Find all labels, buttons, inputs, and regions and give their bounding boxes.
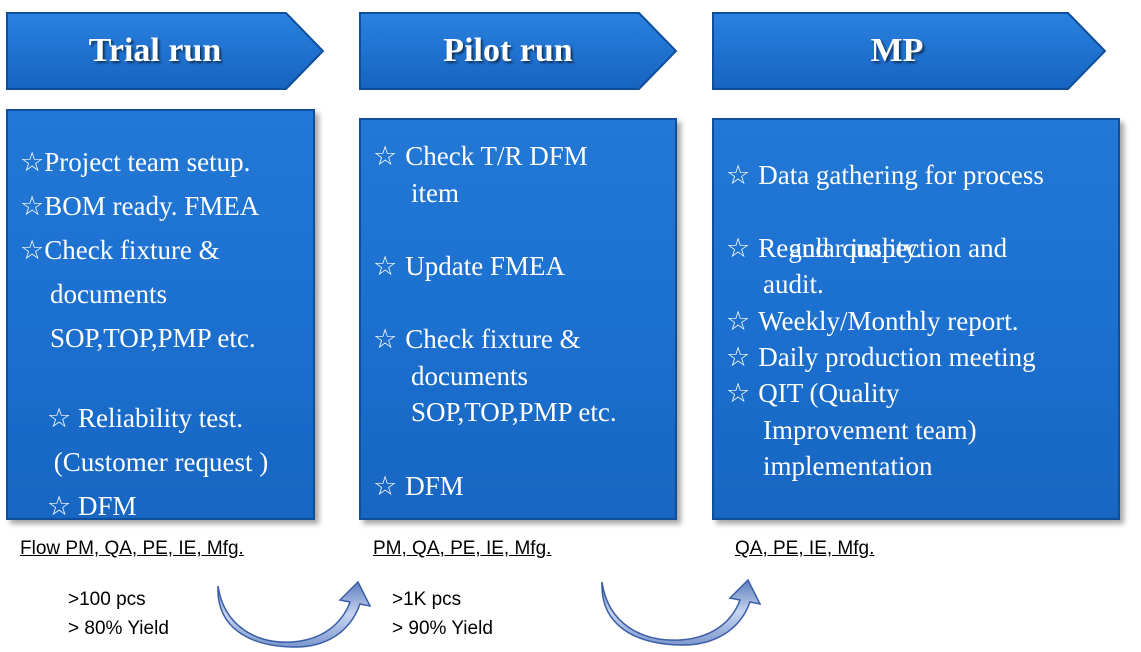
star-icon: ☆	[47, 403, 72, 433]
target-trial-run: >100 pcs > 80% Yield	[68, 585, 169, 643]
target-quantity: >100 pcs	[68, 589, 146, 610]
star-icon: ☆	[373, 471, 398, 501]
stage-title: Trial run	[88, 32, 222, 69]
list-item: ☆Data gathering for process	[726, 157, 1044, 193]
curved-arrow-icon	[217, 580, 372, 648]
star-icon: ☆	[726, 306, 751, 336]
list-item-continuation: SOP,TOP,PMP etc.	[411, 397, 617, 427]
list-item-continuation: Improvement team)	[763, 415, 977, 445]
list-item-continuation: audit.	[763, 269, 824, 299]
curved-arrow-icon	[601, 578, 762, 646]
stage-panel-mp: ☆Data gathering for process and quality.…	[712, 118, 1120, 520]
list-item: ☆BOM ready. FMEA	[20, 188, 259, 224]
target-pilot-run: >1K pcs > 90% Yield	[392, 585, 493, 643]
list-item-continuation: item	[411, 178, 459, 208]
star-icon: ☆	[373, 324, 398, 354]
list-item-continuation: SOP,TOP,PMP etc.	[50, 323, 256, 353]
list-item-continuation: implementation	[763, 451, 933, 481]
list-item-continuation: documents	[50, 279, 167, 309]
list-item: ☆Update FMEA	[373, 248, 565, 284]
star-icon: ☆	[20, 191, 45, 221]
team-label-mp: QA, PE, IE, Mfg.	[735, 538, 875, 559]
star-icon: ☆	[20, 147, 45, 177]
list-item: ☆ Reliability test.	[20, 364, 243, 472]
star-icon: ☆	[726, 378, 751, 408]
star-icon: ☆	[726, 160, 751, 190]
list-item: ☆Check T/R DFM	[373, 138, 588, 174]
chevron-shape	[6, 12, 324, 90]
target-quantity: >1K pcs	[392, 589, 462, 610]
team-label-pilot-run: PM, QA, PE, IE, Mfg.	[373, 538, 552, 559]
list-item: ☆DFM	[373, 468, 464, 504]
list-item-continuation: (Customer request )	[47, 447, 269, 477]
list-item: ☆ DFM	[20, 452, 137, 560]
star-icon: ☆	[726, 342, 751, 372]
team-label-trial-run: Flow PM, QA, PE, IE, Mfg.	[20, 538, 244, 559]
list-item: ☆Project team setup.	[20, 144, 250, 180]
list-item-continuation: documents	[411, 361, 528, 391]
list-item: ☆Check fixture &	[373, 321, 581, 357]
stage-header-pilot-run: Pilot run	[359, 12, 677, 90]
star-icon: ☆	[373, 141, 398, 171]
stage-panel-trial-run: ☆Project team setup. ☆BOM ready. FMEA ☆C…	[6, 109, 315, 521]
list-item: ☆Regular inspection and	[726, 230, 1007, 266]
star-icon: ☆	[373, 251, 398, 281]
star-icon: ☆	[47, 491, 72, 521]
star-icon: ☆	[726, 233, 751, 263]
list-item: ☆Daily production meeting	[726, 339, 1036, 375]
list-item: ☆QIT (Quality	[726, 375, 899, 411]
list-item: ☆Weekly/Monthly report.	[726, 303, 1019, 339]
target-yield: > 90% Yield	[392, 618, 493, 639]
list-item: ☆Check fixture &	[20, 232, 220, 268]
target-yield: > 80% Yield	[68, 618, 169, 639]
stage-title: MP	[870, 32, 924, 69]
stage-panel-pilot-run: ☆Check T/R DFM item ☆Update FMEA ☆Check …	[359, 118, 677, 520]
stage-header-trial-run: Trial run	[6, 12, 324, 90]
stage-title: Pilot run	[443, 32, 573, 69]
chevron-shape	[712, 12, 1106, 90]
stage-header-mp: MP	[712, 12, 1106, 90]
chevron-shape	[359, 12, 677, 90]
list-item-continuation: and quality.	[790, 233, 923, 263]
star-icon: ☆	[20, 235, 45, 265]
